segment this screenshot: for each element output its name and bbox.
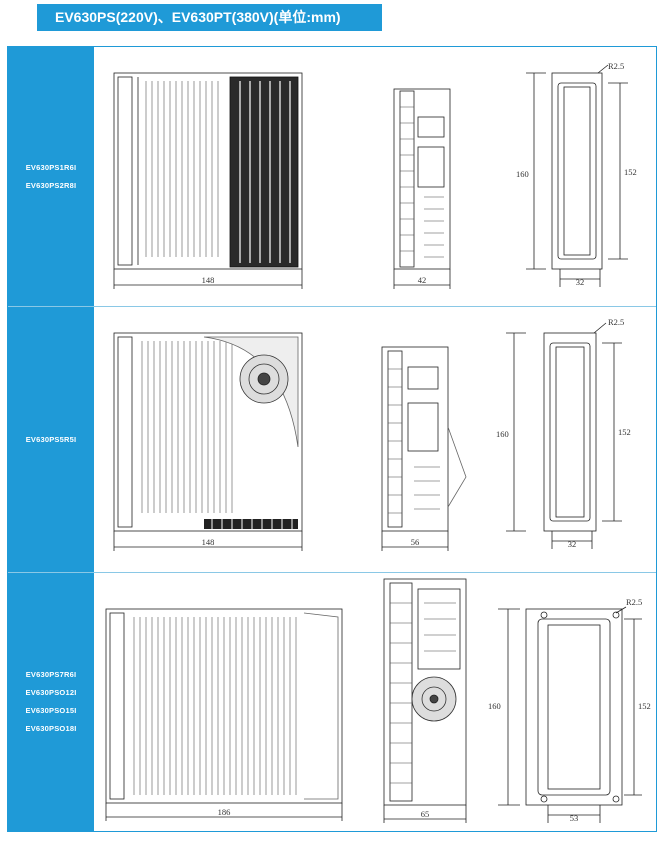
dimension-drawing: 186 [105,578,651,823]
model-name: EV630PS5R5I [25,434,77,444]
model-name: EV630PSO15I [25,706,77,715]
model-name: EV630PSO18I [25,724,77,733]
model-name: EV630PSO12I [25,688,77,697]
table-row: EV630PS5R5I [8,307,656,573]
drawing-area: 186 [94,573,656,831]
side-width-label: 42 [418,275,427,285]
front-view: 186 [105,608,343,821]
side-view: 56 [381,346,467,551]
model-name: EV630PS7R6I [25,670,77,679]
dimension-drawing: 148 [113,61,637,289]
back-width-label: 53 [570,813,579,823]
back-height-label: 160 [516,169,529,179]
back-inner-height-label: 152 [618,427,631,437]
drawing-area: 148 [94,307,656,572]
back-width-label: 32 [576,277,585,287]
back-inner-height-label: 152 [638,701,651,711]
model-list: EV630PS1R6I EV630PS2R8I [8,47,94,306]
side-width-label: 65 [421,809,430,819]
model-list: EV630PS7R6I EV630PSO12I EV630PSO15I EV63… [8,573,94,831]
model-name: EV630PS1R6I [25,162,77,172]
dimension-table: EV630PS1R6I EV630PS2R8I [7,46,657,832]
back-height-label: 160 [488,701,501,711]
page-title: EV630PS(220V)、EV630PT(380V)(单位:mm) [37,4,382,31]
model-list: EV630PS5R5I [8,307,94,572]
back-view: 160 152 53 R2.5 [488,597,651,823]
table-row: EV630PS1R6I EV630PS2R8I [8,47,656,307]
back-view: 160 152 32 R2.5 [516,61,637,287]
side-view: 65 [383,578,467,823]
back-width-label: 32 [568,539,577,549]
back-view: 160 152 32 R2.5 [496,317,631,549]
side-view: 42 [393,88,451,289]
table-row: EV630PS7R6I EV630PSO12I EV630PSO15I EV63… [8,573,656,831]
front-view: 148 [113,72,303,289]
back-height-label: 160 [496,429,509,439]
radius-label: R2.5 [626,597,642,607]
side-width-label: 56 [411,537,420,547]
front-width-label: 148 [202,537,215,547]
drawing-area: 148 [94,47,656,306]
radius-label: R2.5 [608,61,624,71]
front-view: 148 [113,332,303,551]
front-width-label: 148 [202,275,215,285]
dimension-drawing: 148 [113,317,631,551]
model-name: EV630PS2R8I [25,180,77,190]
front-width-label: 186 [218,807,231,817]
radius-label: R2.5 [608,317,624,327]
back-inner-height-label: 152 [624,167,637,177]
